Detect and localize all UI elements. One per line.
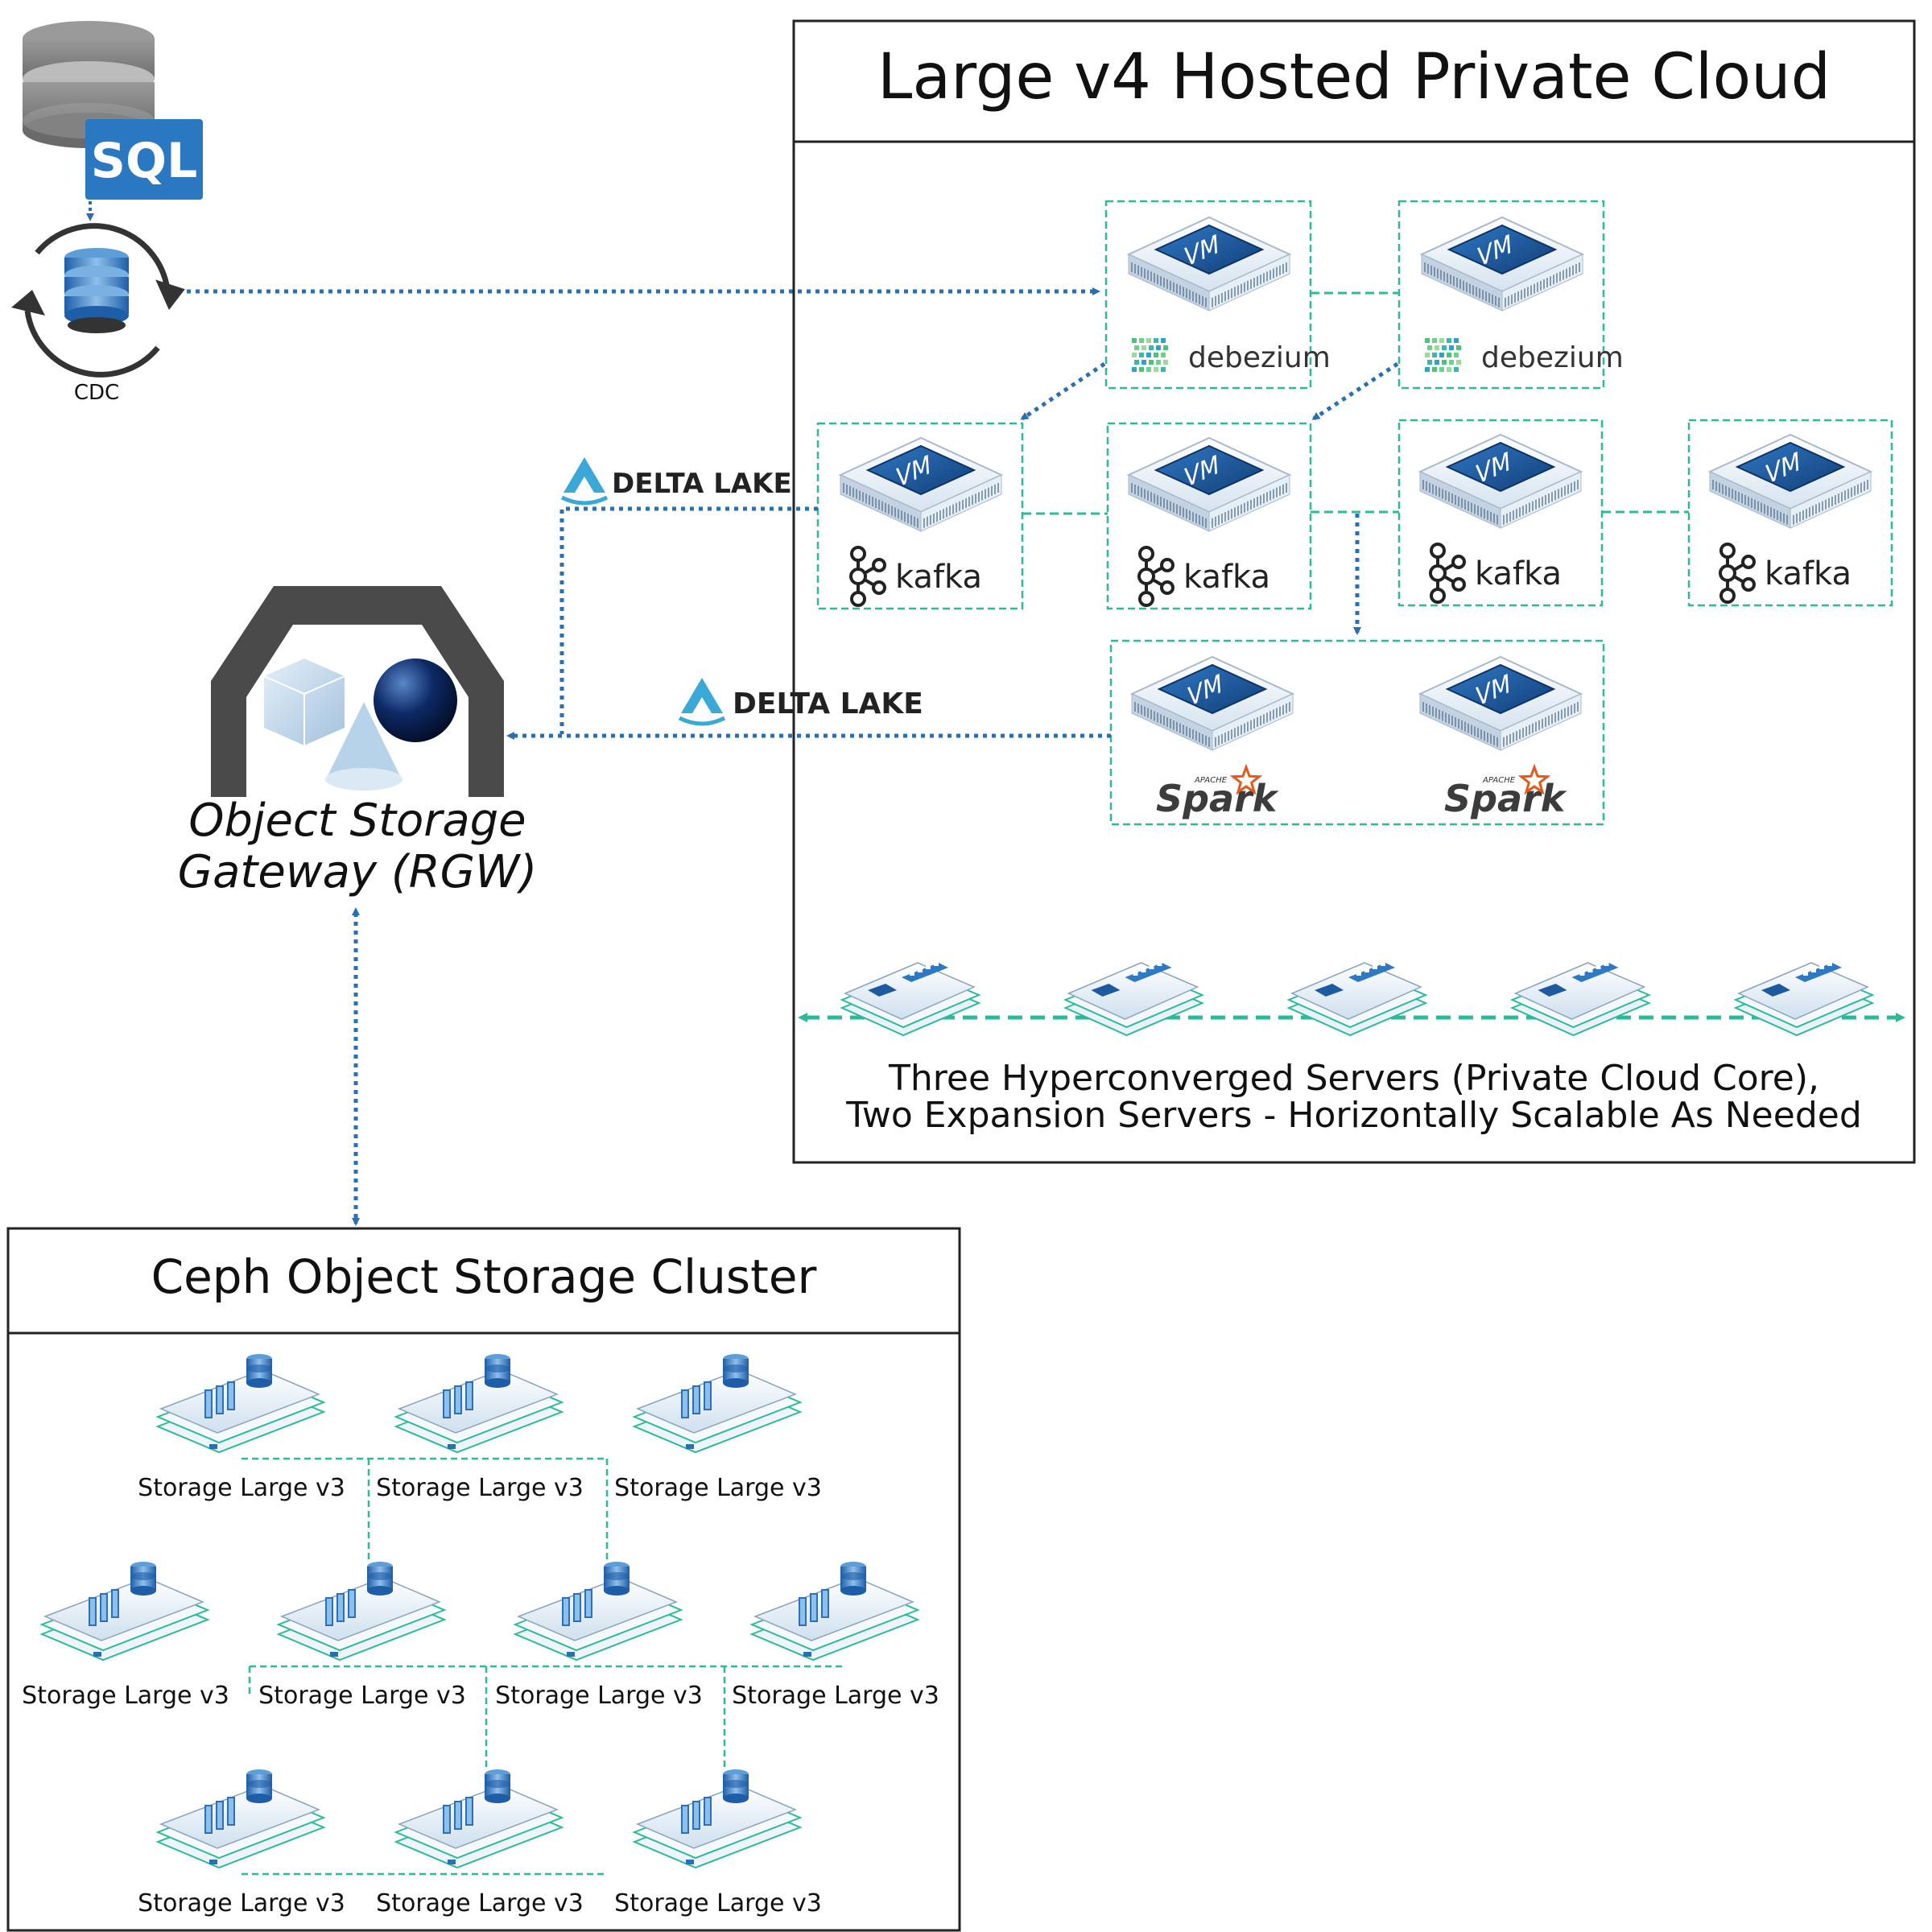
delta-lake-label-lower: DELTA LAKE xyxy=(733,687,923,720)
spark-prefix-label: APACHE xyxy=(1194,776,1228,785)
storage-server-icon xyxy=(394,1769,564,1869)
object-storage-gateway-icon xyxy=(211,586,504,797)
cdc-sync-icon xyxy=(11,223,185,378)
ceph-storage-node: Storage Large v3 xyxy=(614,1354,822,1502)
ceph-storage-node: Storage Large v3 xyxy=(614,1769,822,1918)
spark-label: Spark xyxy=(1156,777,1279,820)
storage-server-icon xyxy=(632,1769,803,1869)
gateway-title-line2: Gateway (RGW) xyxy=(178,846,538,898)
storage-server-icon xyxy=(394,1354,564,1454)
vm-icon: VM xyxy=(838,436,1004,532)
debezium-label: debezium xyxy=(1481,341,1624,374)
hyperconverged-server-icon xyxy=(1286,961,1428,1037)
storage-node-label: Storage Large v3 xyxy=(22,1682,229,1710)
vm-icon: VM xyxy=(1126,216,1292,312)
delta-lake-icon xyxy=(678,678,726,726)
debezium-to-kafka-arrow-1 xyxy=(1020,361,1106,421)
storage-server-icon xyxy=(513,1562,683,1662)
vm-icon: VM xyxy=(1418,655,1583,751)
storage-node-label: Storage Large v3 xyxy=(495,1682,703,1710)
debezium-node-2: VM debezium xyxy=(1419,216,1624,374)
spark-prefix-label: APACHE xyxy=(1482,776,1516,785)
storage-node-label: Storage Large v3 xyxy=(376,1889,584,1918)
ceph-storage-node: Storage Large v3 xyxy=(495,1562,703,1710)
kafka-label: kafka xyxy=(1475,555,1562,592)
delta-lake-badge-lower: DELTA LAKE xyxy=(678,678,923,726)
ceph-storage-node: Storage Large v3 xyxy=(732,1562,939,1710)
kafka-logo-icon: kafka xyxy=(849,546,982,607)
kafka-node-4: VM kafka xyxy=(1707,433,1873,604)
hyperconverged-server-icon xyxy=(1509,961,1652,1037)
storage-node-label: Storage Large v3 xyxy=(732,1682,939,1710)
storage-node-label: Storage Large v3 xyxy=(614,1474,822,1502)
storage-server-icon xyxy=(276,1562,447,1662)
kafka-logo-icon: kafka xyxy=(1429,543,1562,604)
delta-lake-icon xyxy=(560,457,609,506)
hyperconverged-servers xyxy=(840,961,1875,1037)
debezium-logo-icon: debezium xyxy=(1425,338,1624,374)
storage-node-label: Storage Large v3 xyxy=(376,1474,584,1502)
ceph-storage-node: Storage Large v3 xyxy=(138,1354,345,1502)
spark-label: Spark xyxy=(1444,777,1567,820)
hyperconverged-server-icon xyxy=(840,961,981,1037)
kafka-node-3: VM kafka xyxy=(1418,433,1583,604)
ceph-storage-node: Storage Large v3 xyxy=(138,1769,345,1918)
servers-caption-line2: Two Expansion Servers - Horizontally Sca… xyxy=(845,1095,1862,1136)
storage-node-label: Storage Large v3 xyxy=(258,1682,466,1710)
hyperconverged-server-icon xyxy=(1733,961,1875,1037)
vm-group-links xyxy=(1022,291,1689,515)
kafka-node-1: VM kafka xyxy=(838,436,1004,607)
storage-server-icon xyxy=(155,1769,326,1869)
vm-icon: VM xyxy=(1126,436,1292,532)
storage-server-icon xyxy=(155,1354,326,1454)
servers-caption-line1: Three Hyperconverged Servers (Private Cl… xyxy=(888,1058,1819,1099)
vm-icon: VM xyxy=(1419,216,1585,312)
storage-server-icon xyxy=(39,1562,210,1662)
kafka-logo-icon: kafka xyxy=(1719,543,1852,604)
kafka-node-2: VM kafka xyxy=(1126,436,1292,607)
cdc-label: CDC xyxy=(74,381,119,405)
kafka-label: kafka xyxy=(1183,559,1270,596)
debezium-logo-icon: debezium xyxy=(1132,338,1331,374)
debezium-label: debezium xyxy=(1188,341,1331,374)
ceph-storage-node: Storage Large v3 xyxy=(376,1769,584,1918)
spark-star-icon xyxy=(1517,763,1551,795)
ceph-storage-nodes: Storage Large v3 Storage Large v3 Storage … xyxy=(22,1354,939,1918)
kafka-label: kafka xyxy=(895,559,982,596)
vm-icon: VM xyxy=(1418,433,1583,529)
private-cloud-title: Large v4 Hosted Private Cloud xyxy=(877,41,1831,114)
storage-node-label: Storage Large v3 xyxy=(138,1889,345,1918)
ceph-links xyxy=(242,1457,842,1876)
private-cloud-frame: Large v4 Hosted Private Cloud xyxy=(792,19,1916,1164)
ceph-storage-node: Storage Large v3 xyxy=(376,1354,584,1502)
spark-star-icon xyxy=(1229,763,1263,795)
kafka-logo-icon: kafka xyxy=(1137,546,1270,607)
debezium-node-1: VM debezium xyxy=(1126,216,1331,374)
sql-label: SQL xyxy=(91,133,197,189)
debezium-to-kafka-arrow-2 xyxy=(1311,361,1399,421)
ceph-storage-node: Storage Large v3 xyxy=(258,1562,466,1710)
ceph-cluster-title: Ceph Object Storage Cluster xyxy=(151,1249,817,1304)
delta-lake-badge-upper: DELTA LAKE xyxy=(560,457,792,506)
kafka-label: kafka xyxy=(1765,555,1852,592)
ceph-storage-node: Storage Large v3 xyxy=(22,1562,229,1710)
ceph-cluster-frame: Ceph Object Storage Cluster xyxy=(6,1227,961,1932)
hyperconverged-server-icon xyxy=(1063,961,1205,1037)
vm-icon: VM xyxy=(1129,655,1295,751)
sql-badge: SQL xyxy=(85,119,203,200)
vm-icon: VM xyxy=(1707,433,1873,529)
gateway-title-line1: Object Storage xyxy=(188,795,526,847)
storage-server-icon xyxy=(749,1562,920,1662)
storage-server-icon xyxy=(632,1354,803,1454)
delta-lake-label-upper: DELTA LAKE xyxy=(612,468,792,500)
storage-node-label: Storage Large v3 xyxy=(614,1889,822,1918)
storage-node-label: Storage Large v3 xyxy=(138,1474,345,1502)
